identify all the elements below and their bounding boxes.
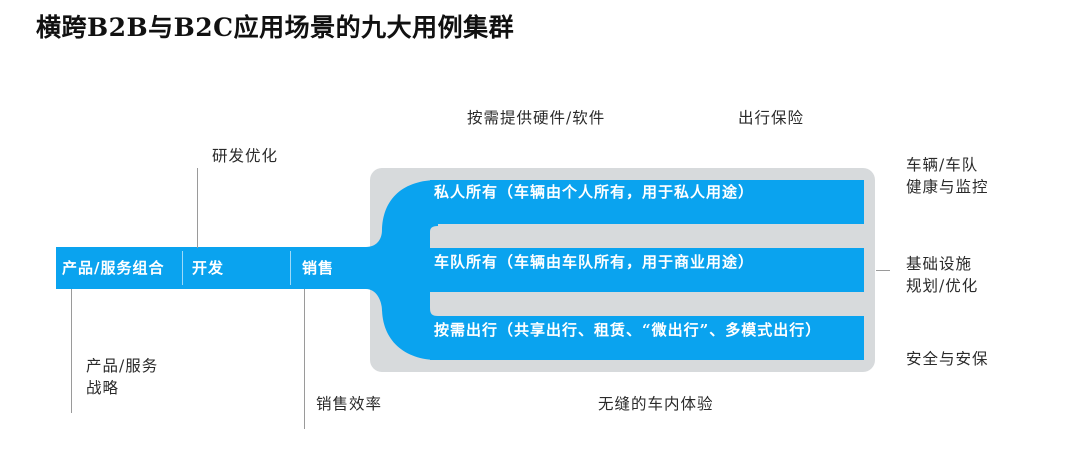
use-case-infrastructure: 基础设施 规划/优化 — [906, 255, 979, 295]
use-case-product-strategy: 产品/服务 战略 — [86, 357, 159, 397]
trunk-join — [366, 230, 382, 311]
trunk-separator-1 — [182, 251, 183, 285]
branch-fleet — [430, 248, 864, 292]
leader-sales-efficiency — [304, 289, 305, 429]
use-case-on-demand-hw-sw: 按需提供硬件/软件 — [467, 109, 606, 127]
stage-sales: 销售 — [302, 259, 335, 277]
use-case-seamless-in-car: 无缝的车内体验 — [598, 395, 714, 413]
leader-product-strategy — [71, 289, 72, 413]
use-case-sales-efficiency: 销售效率 — [316, 395, 383, 413]
channel-fleet: 车队所有（车辆由车队所有，用于商业用途） — [434, 253, 755, 271]
leader-infrastructure — [876, 270, 890, 271]
connector-bar — [382, 230, 430, 311]
trunk-bar — [56, 247, 368, 289]
use-case-vehicle-health: 车辆/车队 健康与监控 — [906, 156, 989, 196]
use-case-safety-security: 安全与安保 — [906, 350, 989, 368]
channel-private: 私人所有（车辆由个人所有，用于私人用途） — [434, 183, 755, 201]
stage-portfolio: 产品/服务组合 — [62, 259, 165, 277]
curve-bottom — [382, 308, 438, 360]
curve-top — [382, 180, 438, 232]
branch-private — [430, 180, 864, 224]
branch-on-demand — [430, 316, 864, 360]
stage-development: 开发 — [192, 259, 225, 277]
page-title: 横跨B2B与B2C应用场景的九大用例集群 — [36, 13, 515, 42]
use-case-rd-optimization: 研发优化 — [212, 147, 279, 165]
use-case-mobility-insurance: 出行保险 — [738, 109, 805, 127]
trunk-separator-2 — [290, 251, 291, 285]
leader-rd — [197, 168, 198, 248]
channel-on-demand: 按需出行（共享出行、租赁、“微出行”、多模式出行） — [434, 321, 822, 339]
